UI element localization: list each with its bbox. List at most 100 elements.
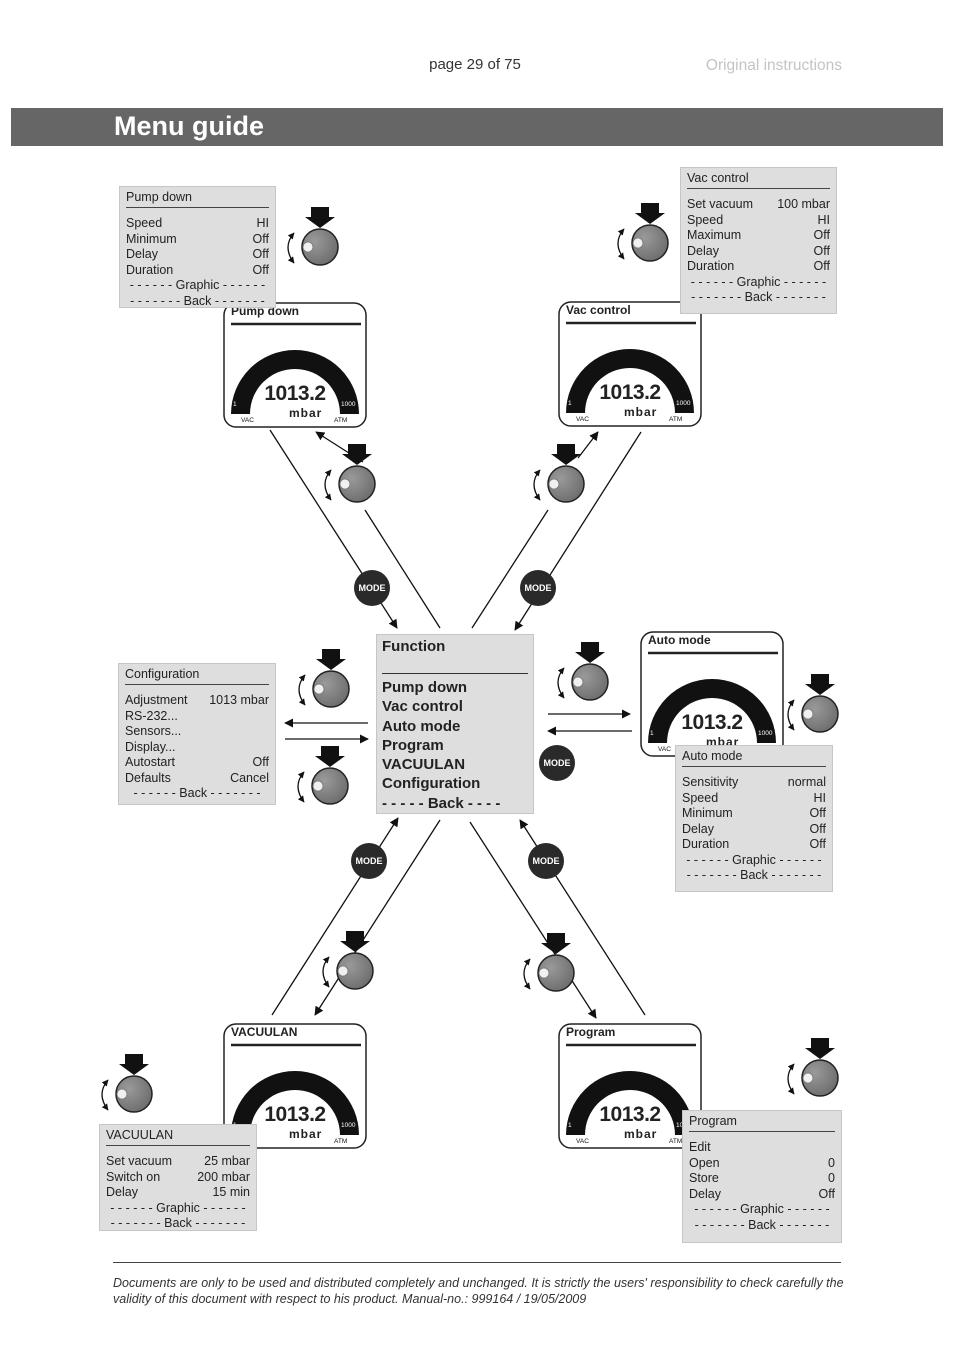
panel-footer-item[interactable]: - - - - - - - Back - - - - - - - — [110, 1216, 246, 1230]
panel-footer-item[interactable]: - - - - - - Graphic - - - - - - — [690, 274, 827, 289]
gauge-tick-label: 10 — [259, 1070, 267, 1077]
setting-label: Speed — [126, 216, 163, 230]
gauge-vac-label: VAC — [576, 1138, 589, 1145]
setting-value: HI — [817, 212, 831, 227]
pressure-reading: 1013.2 — [264, 382, 326, 405]
panel-title: Auto mode — [682, 749, 743, 763]
gauge-tick-label: 100 — [652, 1070, 663, 1077]
knob-vac-control-entry — [533, 444, 585, 503]
setting-label: Duration — [682, 837, 730, 851]
setting-label: Autostart — [125, 755, 176, 769]
gauge-vac-label: VAC — [241, 417, 254, 424]
gauge-tick-label: 10 — [676, 678, 684, 685]
divider — [382, 673, 528, 674]
list-item[interactable]: Duration Off — [682, 837, 826, 853]
device-mode-title: Vac control — [566, 303, 631, 317]
menu-item-configuration[interactable]: Configuration — [382, 775, 481, 793]
list-item[interactable]: RS-232... — [125, 709, 269, 725]
setting-label: Minimum — [682, 806, 733, 820]
setting-value: 0 — [828, 1155, 835, 1170]
panel-footer-item[interactable]: - - - - - - - Back - - - - - - - — [130, 293, 265, 308]
mode-button-icon — [354, 570, 390, 606]
gauge-tick-label: 1000 — [758, 730, 773, 737]
mode-label: MODE — [358, 583, 386, 593]
setting-label: Edit — [689, 1140, 711, 1154]
setting-label: RS-232... — [125, 708, 178, 723]
setting-value: 200 mbar — [197, 1169, 250, 1184]
setting-label: Display... — [125, 739, 176, 754]
gauge-tick-label: 100 — [317, 349, 328, 356]
panel-footer-item[interactable]: - - - - - - Graphic - - - - - - — [686, 852, 822, 867]
panel-footer-item[interactable]: - - - - - - - Back - - - - - - - — [694, 1217, 830, 1232]
gauge-atm-label: ATM — [334, 1138, 347, 1145]
setting-label: Open — [689, 1155, 720, 1170]
setting-label: Sensors... — [125, 724, 182, 738]
pressure-reading: 1013.2 — [681, 711, 743, 734]
gauge-tick-label: 1 — [233, 401, 237, 408]
list-item[interactable]: Sensors... — [125, 724, 269, 740]
gauge-atm-label: ATM — [334, 417, 347, 424]
footer-disclaimer: Documents are only to be used and distri… — [113, 1276, 844, 1306]
gauge-tick-label: 1000 — [341, 401, 356, 408]
menu-item-pump-down[interactable]: Pump down — [382, 679, 467, 696]
setting-value: Off — [809, 837, 826, 851]
setting-value: 15 min — [212, 1185, 250, 1199]
setting-value: Off — [813, 259, 830, 273]
menu-item-back[interactable]: - - - - - Back - - - - — [382, 794, 501, 812]
menu-item-vac-control[interactable]: Vac control — [382, 698, 463, 716]
panel-footer-item[interactable]: - - - - - - Graphic - - - - - - — [110, 1200, 246, 1215]
divider — [682, 766, 826, 767]
mode-label: MODE — [524, 583, 552, 593]
list-item[interactable]: Open 0 — [689, 1156, 835, 1172]
setting-label: Adjustment — [125, 693, 188, 707]
gauge-tick-label: 100 — [317, 1070, 328, 1077]
panel-footer-item[interactable]: - - - - - - - Back - - - - - - - — [686, 868, 822, 882]
setting-label: Delay — [689, 1186, 721, 1201]
list-item[interactable]: Edit — [689, 1140, 835, 1156]
setting-value: Off — [813, 243, 830, 258]
gauge-atm-label: ATM — [669, 416, 682, 423]
panel-footer-item[interactable]: - - - - - - Graphic - - - - - - — [129, 278, 266, 292]
list-item[interactable]: Display... — [125, 740, 269, 756]
menu-item-program[interactable]: Program — [382, 736, 444, 754]
mode-label: MODE — [355, 856, 383, 866]
panel-footer-item[interactable]: - - - - - - - Back - - - - - - - — [691, 290, 826, 304]
menu-item-vacuulan[interactable]: VACUULAN — [382, 756, 466, 774]
panel-footer-item[interactable]: - - - - - - Graphic - - - - - - — [694, 1202, 830, 1216]
menu-item-auto-mode[interactable]: Auto mode — [382, 717, 461, 735]
setting-label: Set vacuum — [687, 197, 754, 211]
panel-footer-item[interactable]: - - - - - - Back - - - - - - - — [133, 786, 261, 800]
knob-vac-control-panel — [617, 203, 669, 262]
